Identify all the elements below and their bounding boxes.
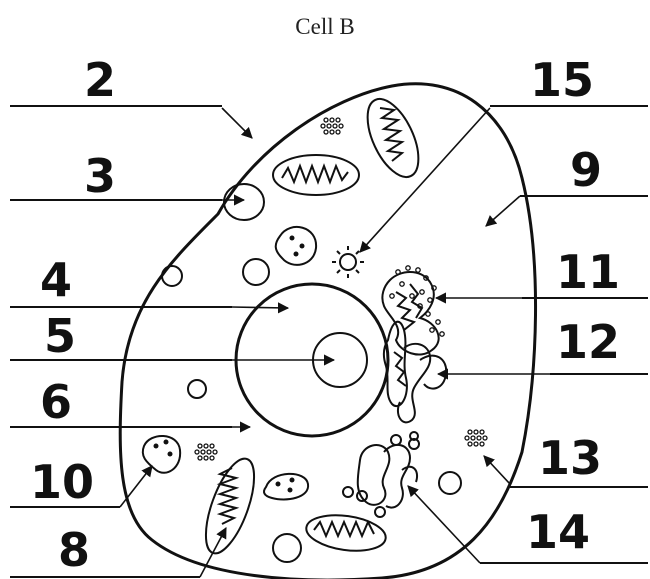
- label-4: 4: [40, 253, 72, 307]
- mitochondrion-top-center: [273, 155, 359, 195]
- label-8: 8: [58, 523, 90, 577]
- er-ribosomes: [390, 266, 444, 336]
- mitochondrion-bottom-center: [304, 511, 388, 556]
- label-6: 6: [40, 375, 72, 429]
- mitochondrion-top-right: [357, 91, 429, 184]
- lysosome-upper: [276, 227, 316, 265]
- label-3: 3: [84, 149, 116, 203]
- leader-arrows: [120, 108, 550, 577]
- label-10: 10: [30, 455, 94, 509]
- label-2: 2: [84, 53, 116, 107]
- centrosome: [332, 246, 364, 278]
- label-15: 15: [530, 53, 594, 107]
- label-14: 14: [526, 505, 590, 559]
- label-5: 5: [44, 309, 76, 363]
- label-11: 11: [556, 245, 620, 299]
- cell-membrane: [120, 84, 535, 579]
- lysosome-lower: [264, 474, 308, 500]
- label-9: 9: [570, 143, 602, 197]
- vacuole: [224, 184, 264, 220]
- label-13: 13: [538, 431, 602, 485]
- golgi-lower: [343, 432, 419, 517]
- label-12: 12: [556, 315, 620, 369]
- mitochondrion-bottom-left: [196, 453, 264, 559]
- lysosome-left: [143, 436, 180, 473]
- golgi-apparatus: [384, 322, 446, 423]
